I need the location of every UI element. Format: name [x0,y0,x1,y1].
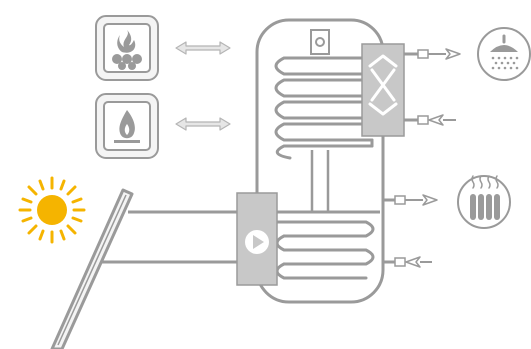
heating-return [383,256,432,268]
heating-supply [383,194,438,206]
shower-head-icon [477,27,531,81]
gas-boiler [95,93,159,159]
sun-icon [18,176,86,244]
solar-pump-station [236,192,278,286]
cross-arrows-icon [368,54,398,116]
heat-exchanger-module [361,43,405,137]
cold-water-inlet [404,114,456,126]
solar-collector [50,188,134,349]
storage-tank [255,18,385,304]
double-arrow-icon [175,41,231,55]
inflow-arrow-icon [405,256,421,268]
tank-top-port [310,29,330,55]
flame-over-logs-icon [112,30,142,70]
outflow-arrow-icon [422,194,438,206]
play-pump-icon [245,230,269,254]
radiator-icon [457,175,511,229]
outflow-arrow-icon [445,48,461,60]
double-arrow-icon [175,117,231,131]
solar-pipes [102,210,237,264]
solid-fuel-boiler [95,15,159,81]
tank-internal-pipe [310,150,330,212]
hot-water-outlet [404,48,461,60]
inflow-arrow-icon [428,114,444,126]
solar-panel-inner-line [57,194,127,346]
tank-body [255,18,385,304]
gas-flame-icon [114,110,140,143]
